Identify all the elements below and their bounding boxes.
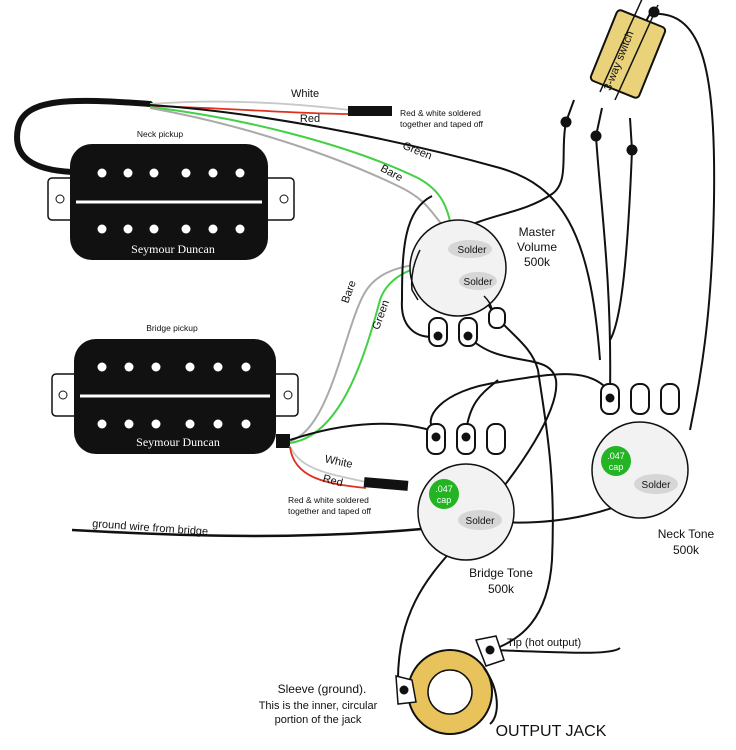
neck-mount-screw-right — [279, 194, 289, 204]
ground-wire-label: ground wire from bridge — [92, 518, 209, 538]
bridge-tone-solder — [458, 510, 502, 530]
bridge-white-wire — [289, 445, 367, 483]
tone-ground-bus — [429, 373, 611, 433]
neck-green-label: Green — [401, 140, 434, 163]
switch-lug-3 — [626, 144, 638, 156]
bridge-tone-cap-value: .047 — [435, 484, 453, 494]
bridge-tone-solder-label: Solder — [466, 516, 496, 527]
switch-body — [589, 9, 667, 99]
master-volume-solder-1-label: Solder — [458, 245, 488, 256]
master-volume-name2: Volume — [517, 240, 557, 254]
switch-neck-tone-wire — [595, 135, 612, 393]
jack-tip-label: Tip (hot output) — [507, 637, 581, 649]
switch-bridge-wire — [609, 149, 633, 341]
bridge-tone-cap — [429, 479, 459, 509]
switch-output-wire — [451, 121, 567, 237]
neck-pickup: Neck pickup Seymour Duncan — [47, 129, 295, 260]
bridge-pickup-brand: Seymour Duncan — [136, 435, 220, 449]
neck-bare-label: Bare — [378, 163, 404, 185]
neck-tone-solder — [634, 474, 678, 494]
neck-green-wire — [149, 106, 453, 233]
tip-lead — [489, 647, 621, 654]
bridge-white-label: White — [324, 453, 354, 471]
jack-sleeve-line3: portion of the jack — [275, 714, 362, 726]
neck-tone-cap-unit: cap — [609, 462, 624, 472]
volume-ground-wire — [400, 195, 439, 338]
jack-title: OUTPUT JACK — [496, 723, 607, 740]
jack-sleeve-line2: This is the inner, circular — [259, 700, 378, 712]
bridge-pickup-title: Bridge pickup — [146, 323, 198, 333]
neck-bare-wire — [149, 107, 449, 233]
output-jack: Tip (hot output) Sleeve (ground). This i… — [259, 635, 607, 740]
neck-tape-note-line1: Red & white soldered — [400, 108, 481, 118]
three-way-switch: 3-way switch — [560, 0, 667, 156]
master-volume-body — [409, 219, 507, 317]
bridge-red-label: Red — [321, 473, 343, 490]
neck-pole-pieces — [97, 168, 245, 234]
bridge-pole-pieces — [97, 362, 251, 429]
neck-tone-lugs — [600, 383, 680, 415]
switch-inner-line-2 — [599, 0, 643, 93]
bridge-red-wire — [289, 446, 367, 489]
master-volume-value: 500k — [524, 255, 551, 269]
bridge-tone-body — [417, 463, 515, 561]
switch-ground-lug — [648, 6, 660, 18]
neck-mount-screw-left — [55, 194, 65, 204]
switch-lug-2 — [590, 130, 602, 142]
bridge-tone-value: 500k — [488, 582, 515, 596]
bridge-hot-wire — [289, 422, 437, 441]
switch-inner-line-1 — [614, 4, 659, 101]
neck-pickup-title: Neck pickup — [137, 129, 184, 139]
neck-tone-solder-label: Solder — [642, 480, 672, 491]
master-volume-solder-2 — [459, 272, 497, 290]
jack-sleeve-line1: Sleeve (ground). — [278, 682, 367, 696]
bridge-mount-screw-left — [58, 390, 68, 400]
master-volume-pot: Solder Solder Master Volume 500k — [409, 219, 557, 347]
bridge-wires: Bare Green White Red Red & white soldere… — [288, 259, 457, 516]
volume-to-tone-wire — [467, 335, 558, 521]
neck-tone-value: 500k — [673, 543, 700, 557]
neck-cable-jacket — [14, 97, 153, 175]
volume-output-to-tip — [485, 299, 554, 651]
bridge-bare-label: Bare — [340, 279, 359, 305]
neck-tone-cap — [601, 446, 631, 476]
bridge-tone-cap-unit: cap — [437, 495, 452, 505]
ground-wire-from-bridge — [71, 522, 471, 538]
bridge-tone-name: Bridge Tone — [469, 566, 533, 580]
switch-lug-1 — [560, 116, 572, 128]
neck-red-label: Red — [300, 113, 320, 125]
bridge-cable-exit — [276, 434, 290, 448]
neck-tape-note-line2: together and taped off — [400, 119, 484, 129]
bridge-pickup: Bridge pickup Seymour Duncan — [51, 323, 299, 454]
neck-white-wire — [149, 100, 351, 111]
neck-tone-name: Neck Tone — [658, 527, 715, 541]
neck-tape-wrap — [348, 106, 392, 116]
master-volume-solder-1 — [448, 240, 492, 258]
neck-white-label: White — [291, 88, 319, 100]
switch-ground-wire — [649, 12, 716, 431]
bridge-tape-wrap — [363, 477, 409, 491]
bridge-tone-pot: .047 cap Solder Bridge Tone 500k — [417, 423, 533, 596]
master-volume-name: Master — [519, 225, 556, 239]
neck-cable: White Red Green Bare Red & white soldere… — [14, 88, 601, 361]
neck-hot-wire — [149, 104, 601, 361]
neck-pickup-brand: Seymour Duncan — [131, 242, 215, 256]
bridge-tape-note-line1: Red & white soldered — [288, 495, 369, 505]
master-volume-solder-2-label: Solder — [464, 277, 494, 288]
bridge-mount-screw-right — [283, 390, 293, 400]
bridge-tape-note-line2: together and taped off — [288, 506, 372, 516]
jack-inner-hole — [427, 669, 473, 715]
neck-tone-cap-value: .047 — [607, 451, 625, 461]
neck-tone-pot: .047 cap Solder Neck Tone 500k — [591, 383, 715, 557]
bridge-green-label: Green — [370, 299, 392, 332]
